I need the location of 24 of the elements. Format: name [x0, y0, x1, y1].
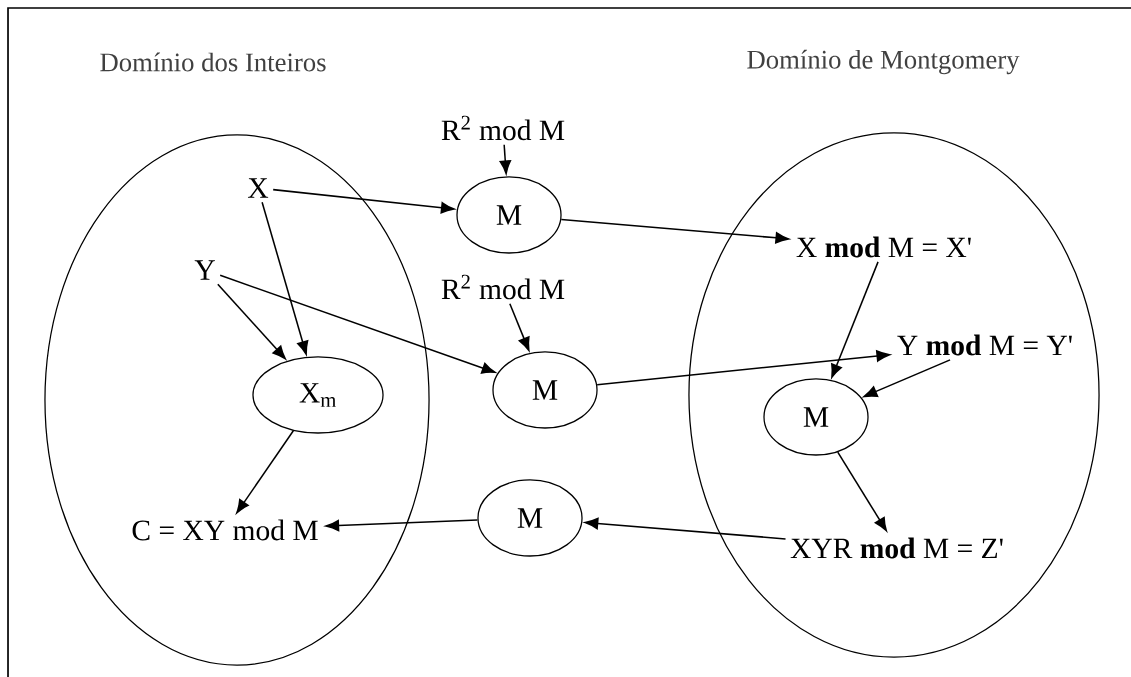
- arrow: [584, 517, 787, 540]
- arrow: [499, 144, 512, 175]
- arrow: [236, 430, 295, 514]
- arrow: [863, 359, 951, 398]
- node-label: Domínio dos Inteiros: [100, 52, 326, 72]
- arrow: [560, 218, 790, 244]
- expression-label: Y: [194, 260, 215, 280]
- arrow: [261, 201, 309, 355]
- arrow: [596, 350, 891, 386]
- arrow: [272, 188, 455, 214]
- expression-label: XYR mod M = Z': [790, 537, 1003, 559]
- node-label: Domínio de Montgomery: [747, 49, 1020, 75]
- expression-label: Y mod M = Y': [897, 334, 1072, 356]
- arrow: [509, 303, 530, 351]
- expression-label: X: [248, 178, 269, 198]
- arrow: [219, 274, 496, 374]
- expression-label: R$^{2}$ mod M: [441, 115, 565, 141]
- arrow: [325, 519, 479, 532]
- expression-label: R$^{2}$ mod M: [441, 274, 565, 300]
- expression-label: X mod M = X': [796, 236, 971, 258]
- arrow: [837, 451, 887, 532]
- expression-label: C = XY mod M: [132, 519, 318, 541]
- arrow: [831, 261, 879, 378]
- arrow: [217, 283, 286, 360]
